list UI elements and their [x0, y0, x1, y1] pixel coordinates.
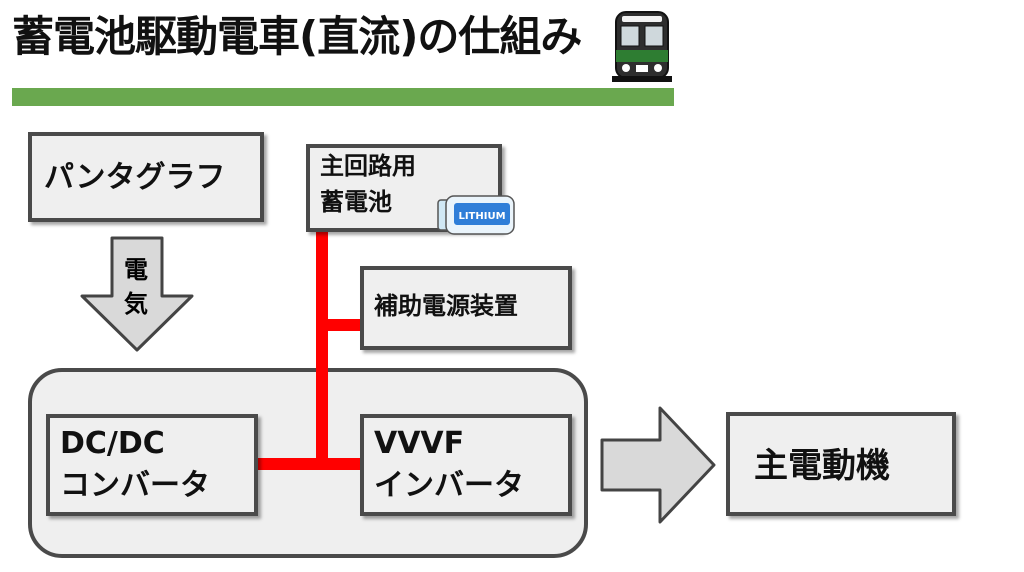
vvvf-label-line1: VVVF — [374, 426, 465, 461]
main-motor-label: 主電動機 — [754, 446, 890, 486]
wire-vertical — [316, 226, 328, 470]
arrow-label-2: 気 — [124, 290, 148, 318]
vvvf-inverter-box: VVVF インバータ — [360, 414, 572, 516]
vvvf-label-line2: インバータ — [374, 468, 524, 503]
pantograph-box: パンタグラフ — [28, 132, 264, 222]
right-arrow — [600, 406, 716, 524]
wire-to-aux — [316, 319, 362, 331]
page-title: 蓄電池駆動電車(直流)の仕組み — [12, 12, 582, 61]
down-arrow — [80, 236, 194, 352]
aux-power-box: 補助電源装置 — [360, 266, 572, 350]
aux-power-label: 補助電源装置 — [374, 292, 518, 320]
title-underline — [12, 88, 674, 106]
battery-icon: LITHIUM — [437, 195, 515, 235]
pantograph-label: パンタグラフ — [44, 160, 226, 195]
wire-horizontal — [256, 458, 364, 470]
battery-label-line1: 主回路用 — [320, 152, 416, 180]
battery-label-line2: 蓄電池 — [320, 188, 392, 216]
battery-badge-text: LITHIUM — [458, 211, 505, 222]
dcdc-converter-box: DC/DC コンバータ — [46, 414, 258, 516]
dcdc-label-line2: コンバータ — [60, 468, 210, 503]
train-icon — [612, 11, 672, 82]
main-motor-box: 主電動機 — [726, 412, 956, 516]
arrow-label-1: 電 — [124, 256, 148, 284]
dcdc-label-line1: DC/DC — [60, 426, 165, 461]
